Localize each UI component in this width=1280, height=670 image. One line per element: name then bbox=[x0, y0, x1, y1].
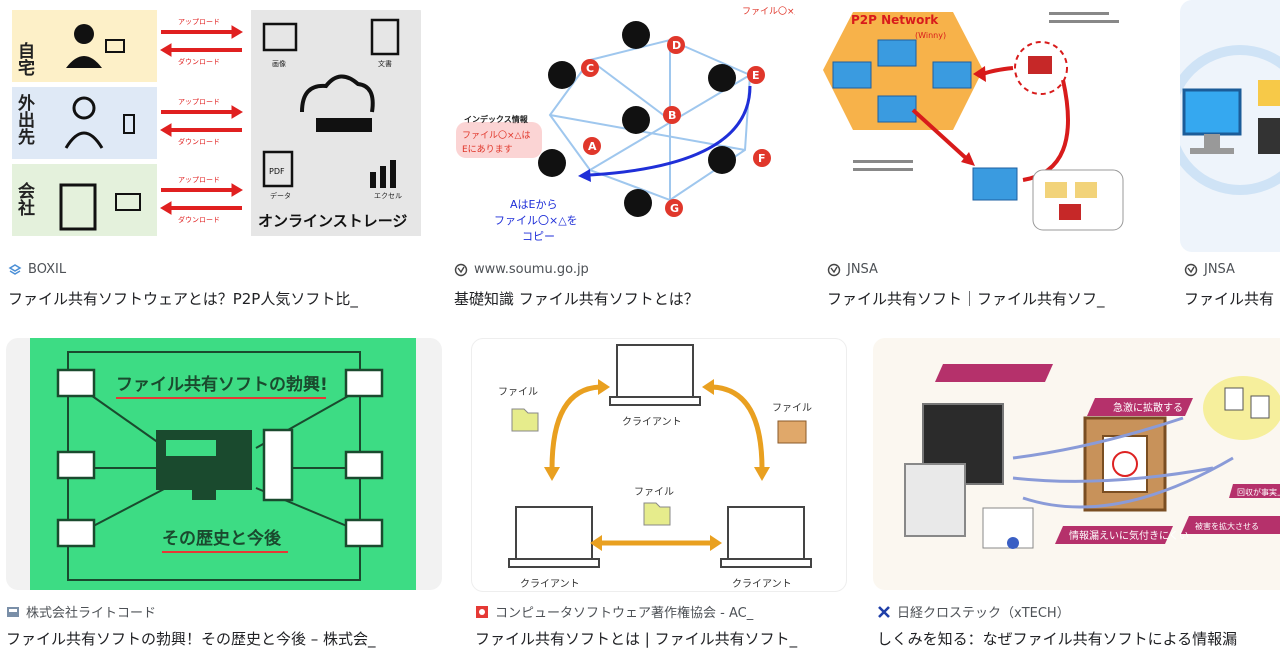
result-source[interactable]: JNSA bbox=[1184, 262, 1235, 277]
svg-text:P2P Network: P2P Network bbox=[851, 13, 939, 27]
result-source[interactable]: 株式会社ライトコード bbox=[6, 602, 156, 621]
result-card-lightcode[interactable]: ファイル共有ソフトの勃興! その歴史と今後 株式会社ライトコード ファイル共有ソ… bbox=[6, 338, 442, 658]
svg-text:PDF: PDF bbox=[269, 167, 285, 176]
folder-icon bbox=[511, 408, 539, 432]
svg-text:ファイル: ファイル bbox=[498, 387, 538, 398]
result-card-soumu[interactable]: C D B E A F G ファイル〇×△ インデックス情報 ファイル〇×△は … bbox=[450, 0, 795, 312]
result-thumbnail[interactable]: 自宅 外出先 会社 アップロード ダウンロード アップロード bbox=[6, 0, 421, 252]
result-title[interactable]: ファイル共有ソフトとは | ファイル共有ソフト_ bbox=[475, 630, 798, 648]
cloud-icon bbox=[300, 74, 375, 113]
svg-text:ファイル共有ソフトの勃興!: ファイル共有ソフトの勃興! bbox=[116, 374, 328, 395]
result-title[interactable]: ファイル共有 bbox=[1184, 290, 1275, 308]
boxil-icon bbox=[8, 263, 22, 277]
svg-text:E: E bbox=[752, 69, 760, 82]
laptop-icon bbox=[515, 506, 593, 560]
virus-spread-diagram: P2P Network (Winny) bbox=[823, 12, 1124, 231]
svg-text:急激に拡散する: 急激に拡散する bbox=[1113, 401, 1183, 414]
svg-text:A: A bbox=[588, 140, 597, 153]
image-icon bbox=[262, 22, 298, 52]
svg-text:エクセル: エクセル bbox=[374, 192, 402, 200]
result-card-jnsa-2[interactable]: JNSA ファイル共有 bbox=[1180, 0, 1280, 312]
result-title[interactable]: しくみを知る：なぜファイル共有ソフトによる情報漏 bbox=[877, 630, 1238, 648]
building-icon bbox=[59, 183, 97, 231]
result-source[interactable]: www.soumu.go.jp bbox=[454, 262, 589, 277]
result-card-xtech[interactable]: 急激に拡散する 回収が事実上 情報漏えいに気付きにくい 被害を拡大させる 日経ク… bbox=[873, 338, 1280, 658]
result-source[interactable]: BOXIL bbox=[8, 262, 66, 277]
folder-icon bbox=[643, 502, 671, 526]
svg-text:ダウンロード: ダウンロード bbox=[178, 137, 220, 146]
client-server-diagram: クライアント クライアント クライアント ファイル ファイル ファイル bbox=[498, 344, 812, 590]
result-thumbnail[interactable]: クライアント クライアント クライアント ファイル ファイル ファイル bbox=[471, 338, 847, 592]
svg-text:インデックス情報: インデックス情報 bbox=[464, 114, 529, 124]
document-icon bbox=[370, 18, 400, 56]
svg-text:ファイル〇×△は: ファイル〇×△は bbox=[462, 130, 530, 141]
svg-text:回収が事実上: 回収が事実上 bbox=[1237, 487, 1280, 497]
laptop-icon bbox=[616, 344, 694, 398]
pdf-icon bbox=[262, 150, 294, 188]
computer-icon bbox=[904, 463, 966, 537]
svg-text:データ: データ bbox=[270, 191, 291, 200]
accs-icon bbox=[475, 605, 489, 619]
lightcode-icon bbox=[6, 605, 20, 619]
svg-text:アップロード: アップロード bbox=[178, 18, 220, 26]
storage-diagram: 自宅 外出先 会社 アップロード ダウンロード アップロード bbox=[12, 10, 421, 236]
svg-text:ダウンロード: ダウンロード bbox=[178, 215, 220, 224]
globe-icon bbox=[1184, 263, 1198, 277]
monitor-icon bbox=[1182, 88, 1242, 136]
svg-text:その歴史と今後: その歴史と今後 bbox=[162, 528, 282, 549]
svg-text:(Winny): (Winny) bbox=[915, 31, 946, 40]
svg-text:ファイル〇×△: ファイル〇×△ bbox=[742, 6, 795, 17]
svg-text:被害を拡大させる: 被害を拡大させる bbox=[1195, 521, 1259, 531]
result-source[interactable]: 日経クロステック（xTECH） bbox=[877, 602, 1070, 621]
svg-text:ファイル〇×△を: ファイル〇×△を bbox=[494, 214, 578, 227]
result-card-boxil[interactable]: 自宅 外出先 会社 アップロード ダウンロード アップロード bbox=[6, 0, 421, 312]
svg-text:クライアント: クライアント bbox=[520, 578, 580, 590]
svg-text:アップロード: アップロード bbox=[178, 98, 220, 106]
svg-text:AはEから: AはEから bbox=[510, 198, 557, 211]
box-icon bbox=[777, 420, 807, 444]
result-card-accs[interactable]: クライアント クライアント クライアント ファイル ファイル ファイル コ bbox=[471, 338, 847, 658]
result-thumbnail[interactable]: C D B E A F G ファイル〇×△ インデックス情報 ファイル〇×△は … bbox=[450, 0, 795, 252]
row-label-office: 会社 bbox=[14, 181, 36, 217]
svg-text:クライアント: クライアント bbox=[622, 416, 682, 428]
svg-text:ファイル: ファイル bbox=[772, 403, 812, 414]
result-source[interactable]: コンピュータソフトウェア著作権協会 - AC_ bbox=[475, 602, 753, 621]
svg-text:情報漏えいに気付きにくい: 情報漏えいに気付きにくい bbox=[1069, 529, 1189, 542]
globe-icon bbox=[454, 263, 468, 277]
laptop-icon bbox=[727, 506, 805, 560]
svg-text:コピー: コピー bbox=[522, 230, 555, 243]
result-source[interactable]: JNSA bbox=[827, 262, 878, 277]
globe-icon bbox=[827, 263, 841, 277]
result-title[interactable]: ファイル共有ソフトの勃興！その歴史と今後 – 株式会_ bbox=[6, 630, 376, 648]
result-title[interactable]: ファイル共有ソフト｜ファイル共有ソフ_ bbox=[827, 290, 1105, 308]
result-title[interactable]: 基礎知識 ファイル共有ソフトとは？ bbox=[454, 290, 699, 308]
svg-text:Eにあります: Eにあります bbox=[462, 144, 513, 155]
svg-text:B: B bbox=[668, 109, 676, 122]
svg-text:画像: 画像 bbox=[272, 59, 286, 68]
svg-text:文書: 文書 bbox=[378, 59, 392, 68]
svg-text:F: F bbox=[758, 152, 766, 165]
svg-text:G: G bbox=[670, 202, 679, 215]
result-thumbnail[interactable]: P2P Network (Winny) bbox=[823, 0, 1151, 252]
row-label-home: 自宅 bbox=[14, 41, 35, 76]
result-thumbnail[interactable]: ファイル共有ソフトの勃興! その歴史と今後 bbox=[6, 338, 442, 590]
leak-illustration: 急激に拡散する 回収が事実上 情報漏えいに気付きにくい 被害を拡大させる bbox=[904, 364, 1280, 549]
row-label-outside: 外出先 bbox=[14, 93, 35, 146]
svg-text:ファイル: ファイル bbox=[634, 487, 674, 498]
chart-icon bbox=[370, 160, 396, 188]
svg-text:クライアント: クライアント bbox=[732, 578, 792, 590]
result-thumbnail[interactable] bbox=[1180, 0, 1280, 252]
person-icon bbox=[74, 24, 94, 44]
svg-text:D: D bbox=[672, 39, 681, 52]
network-illustration: ファイル共有ソフトの勃興! その歴史と今後 bbox=[30, 338, 416, 590]
storage-label: オンラインストレージ bbox=[258, 212, 407, 230]
p2p-network-diagram: C D B E A F G ファイル〇×△ インデックス情報 ファイル〇×△は … bbox=[456, 6, 795, 243]
xtech-icon bbox=[877, 605, 891, 619]
svg-text:ダウンロード: ダウンロード bbox=[178, 57, 220, 66]
result-card-jnsa[interactable]: P2P Network (Winny) JNSA ファイル共有ソフト｜ファイル共… bbox=[823, 0, 1151, 312]
svg-text:C: C bbox=[586, 62, 594, 75]
result-thumbnail[interactable]: 急激に拡散する 回収が事実上 情報漏えいに気付きにくい 被害を拡大させる bbox=[873, 338, 1280, 590]
result-title[interactable]: ファイル共有ソフトウェアとは？P2P人気ソフト比_ bbox=[8, 290, 358, 308]
svg-text:アップロード: アップロード bbox=[178, 176, 220, 184]
